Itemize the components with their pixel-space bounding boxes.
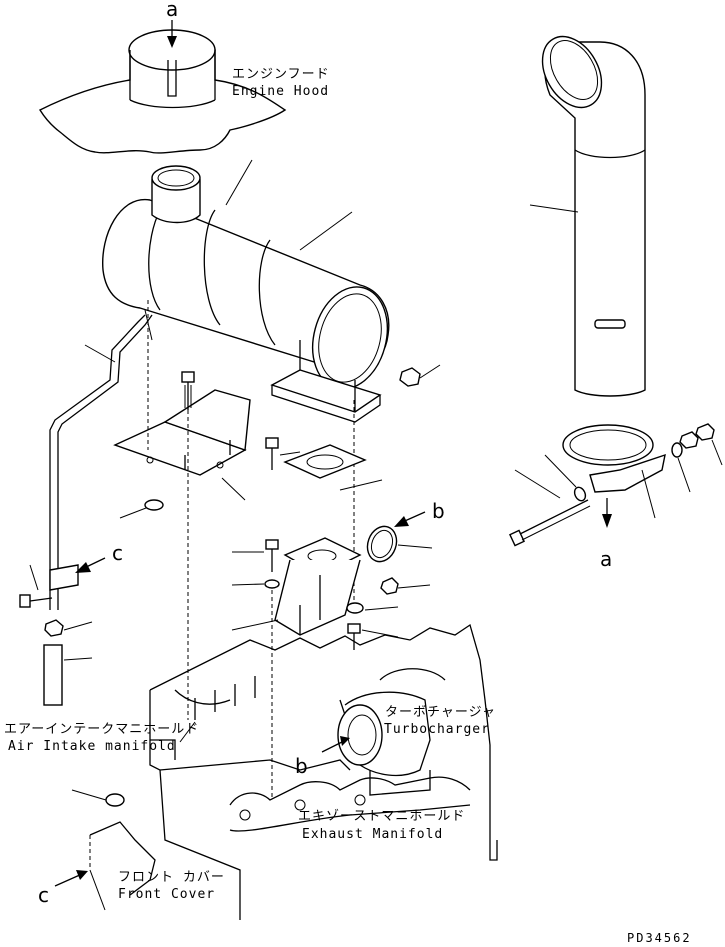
callout-b-turbo: b bbox=[295, 736, 350, 778]
front-cover-label-jp: フロント カバー bbox=[118, 870, 225, 885]
bolt-left-adapter bbox=[265, 539, 279, 572]
callout-c-bottom: c bbox=[38, 870, 88, 907]
muffler-bracket bbox=[113, 389, 251, 476]
front-cover bbox=[71, 789, 156, 911]
turbocharger-label-en: Turbocharger bbox=[384, 722, 490, 737]
clamp-washer bbox=[573, 486, 587, 502]
nut-top bbox=[399, 367, 421, 387]
nut-rod bbox=[44, 619, 64, 637]
washer bbox=[144, 499, 164, 511]
engine-block bbox=[149, 623, 498, 920]
exhaust-manifold-label-jp: エキゾーストマニホールド bbox=[298, 809, 465, 824]
front-cover-bolt bbox=[105, 793, 125, 807]
nut-adapter bbox=[380, 577, 399, 595]
drawing-code: PD34562 bbox=[627, 931, 692, 945]
bolt-top bbox=[181, 371, 195, 410]
callout-b-right: b bbox=[394, 499, 445, 527]
clamp-bolt bbox=[509, 499, 591, 547]
stack-clamp bbox=[562, 424, 666, 493]
muffler bbox=[102, 165, 390, 390]
callout-c-left-label: c bbox=[112, 541, 123, 565]
washer-adapter bbox=[346, 602, 364, 614]
callout-c-bottom-label: c bbox=[38, 883, 49, 907]
bolt-rod bbox=[19, 594, 53, 608]
nut-clamp-2 bbox=[695, 423, 715, 441]
callout-a-bottom-label: a bbox=[600, 547, 612, 571]
air-intake-label-en: Air Intake manifold bbox=[8, 739, 176, 754]
callout-b-right-label: b bbox=[432, 499, 445, 523]
callout-a-top-label: a bbox=[166, 0, 178, 21]
muffler-base bbox=[270, 340, 382, 423]
turbocharger bbox=[337, 668, 446, 796]
washer-left-adapter bbox=[264, 579, 280, 589]
callout-a-top: a bbox=[166, 0, 178, 48]
exhaust-manifold-label-en: Exhaust Manifold bbox=[302, 827, 443, 842]
callout-b-turbo-label: b bbox=[295, 754, 308, 778]
exhaust-manifold bbox=[229, 776, 471, 832]
gasket bbox=[283, 444, 367, 479]
engine-hood-label-jp: エンジンフード bbox=[232, 67, 330, 82]
callout-a-bottom: a bbox=[600, 498, 612, 571]
exhaust-stack bbox=[541, 35, 646, 397]
lock-washer bbox=[671, 442, 683, 458]
engine-hood-label-en: Engine Hood bbox=[232, 84, 329, 99]
engine-hood bbox=[38, 29, 287, 154]
bolt-side bbox=[265, 437, 279, 470]
rubber-hose bbox=[43, 644, 63, 706]
seal-ring bbox=[366, 525, 398, 563]
support-rod bbox=[49, 309, 153, 610]
nut-clamp-1 bbox=[679, 431, 699, 449]
air-intake-label-jp: エアーインテークマニホールド bbox=[4, 722, 199, 737]
bolt-adapter bbox=[347, 623, 361, 650]
rod-clamp bbox=[49, 564, 79, 591]
exhaust-adapter bbox=[274, 537, 362, 636]
turbocharger-label-jp: ターボチャージャ bbox=[385, 705, 496, 720]
front-cover-label-en: Front Cover bbox=[118, 887, 215, 902]
callout-c-left: c bbox=[75, 541, 123, 573]
